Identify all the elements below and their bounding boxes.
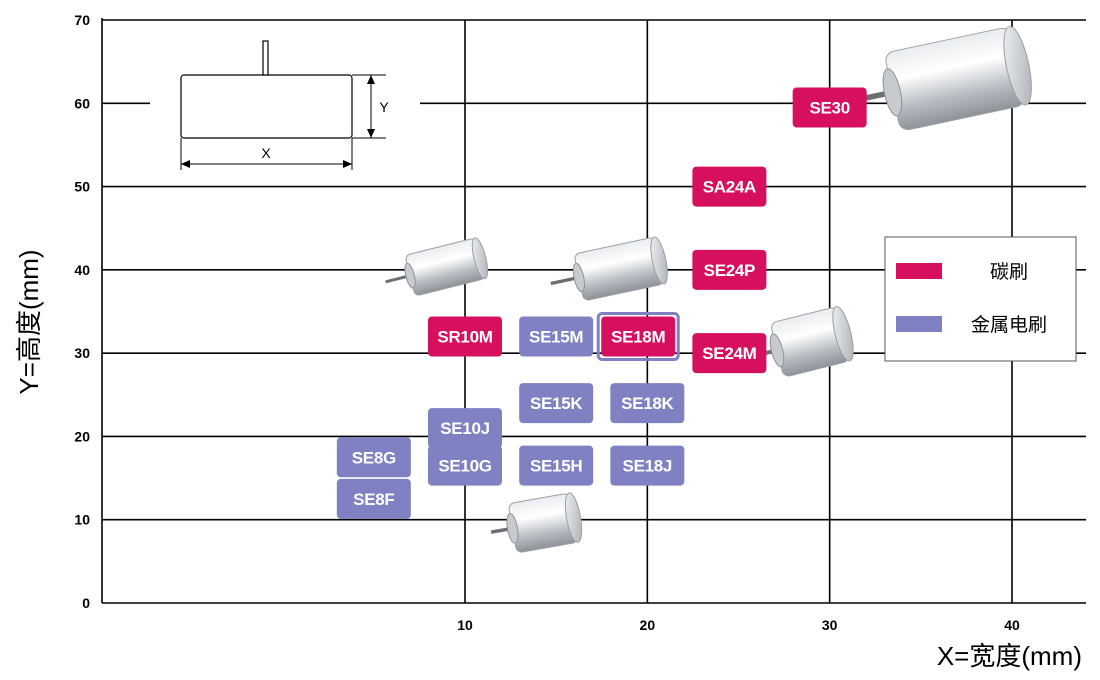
motor-images — [385, 25, 1032, 553]
motor-image — [385, 237, 489, 296]
x-tick-label: 20 — [640, 617, 656, 633]
data-point: SE18K — [610, 383, 685, 424]
data-point-label: SE30 — [809, 98, 849, 117]
data-point: SA24A — [692, 166, 767, 207]
axes: 0 10 20 30 40 50 60 70 10 20 30 40 — [74, 12, 1086, 633]
data-point: SE8F — [336, 478, 411, 519]
data-point-box — [519, 316, 594, 357]
data-point-box — [610, 383, 685, 424]
legend-label: 碳刷 — [990, 261, 1028, 283]
data-point-box — [692, 249, 767, 290]
legend-swatch — [896, 263, 942, 279]
y-tick-label: 30 — [74, 345, 90, 361]
diagram-y-label: Y — [379, 99, 389, 115]
x-tick-label: 40 — [1004, 617, 1020, 633]
y-tick-label: 20 — [74, 428, 90, 444]
x-tick-label: 30 — [822, 617, 838, 633]
data-point-label: SE24P — [704, 261, 755, 280]
diagram-motor-outline — [180, 74, 353, 139]
legend-label: 金属电刷 — [971, 314, 1047, 336]
y-tick-label: 70 — [74, 12, 90, 28]
data-point: SE18J — [610, 445, 685, 486]
data-point-label: SE18K — [621, 394, 674, 413]
y-tick-label: 60 — [74, 95, 90, 111]
data-point: SE30 — [792, 87, 867, 128]
data-point: SE8G — [336, 437, 411, 478]
y-tick-label: 10 — [74, 512, 90, 528]
data-point-label: SA24A — [703, 178, 756, 197]
motor-image — [550, 236, 668, 301]
data-point-box — [610, 445, 685, 486]
y-tick-label: 50 — [74, 179, 90, 195]
data-point-label: SE10J — [440, 419, 490, 438]
diagram-x-label: X — [261, 145, 271, 161]
data-point-label: SE8G — [352, 448, 396, 467]
data-point-box — [792, 87, 867, 128]
data-point: SE15K — [519, 383, 594, 424]
data-point-box — [336, 437, 411, 478]
x-axis-title: X=宽度(mm) — [937, 641, 1082, 671]
data-point: SE18M — [596, 311, 680, 361]
data-point-box — [428, 445, 502, 486]
data-point: SR10M — [428, 316, 502, 357]
data-point-label: SE8F — [353, 490, 394, 509]
data-point-box — [428, 316, 502, 357]
data-point: SE24P — [692, 249, 767, 290]
data-point-box — [692, 166, 767, 207]
data-point: SE24M — [692, 333, 767, 374]
data-point-label: SE15K — [530, 394, 583, 413]
y-axis-title: Y=高度(mm) — [14, 249, 44, 394]
data-point-label: SE18J — [623, 457, 673, 476]
data-point-label: SE15H — [530, 457, 582, 476]
legend-box — [884, 236, 1077, 362]
data-point: SE15H — [519, 445, 594, 486]
data-point: SE10J — [428, 408, 502, 449]
diagram-shaft — [262, 40, 269, 76]
data-point-label: SR10M — [437, 327, 492, 346]
motor-image — [490, 492, 583, 553]
data-point: SE15M — [519, 316, 594, 357]
highlight-outline — [596, 311, 680, 361]
data-point: SE10G — [428, 445, 502, 486]
x-tick-label: 10 — [457, 617, 473, 633]
data-point-label: SE24M — [702, 344, 756, 363]
data-point-label: SE10G — [438, 457, 491, 476]
data-point-box — [519, 383, 594, 424]
data-point-label: SE18M — [611, 327, 665, 346]
data-point-label: SE15M — [529, 327, 583, 346]
dimension-diagram: XY — [150, 40, 420, 170]
data-point-box — [336, 478, 411, 519]
motor-image — [847, 25, 1032, 131]
legend-swatch — [896, 316, 942, 332]
data-point-box — [601, 316, 676, 357]
y-tick-label: 0 — [82, 595, 90, 611]
y-tick-label: 40 — [74, 262, 90, 278]
data-point-box — [428, 408, 502, 449]
data-point-box — [692, 333, 767, 374]
data-point-box — [519, 445, 594, 486]
